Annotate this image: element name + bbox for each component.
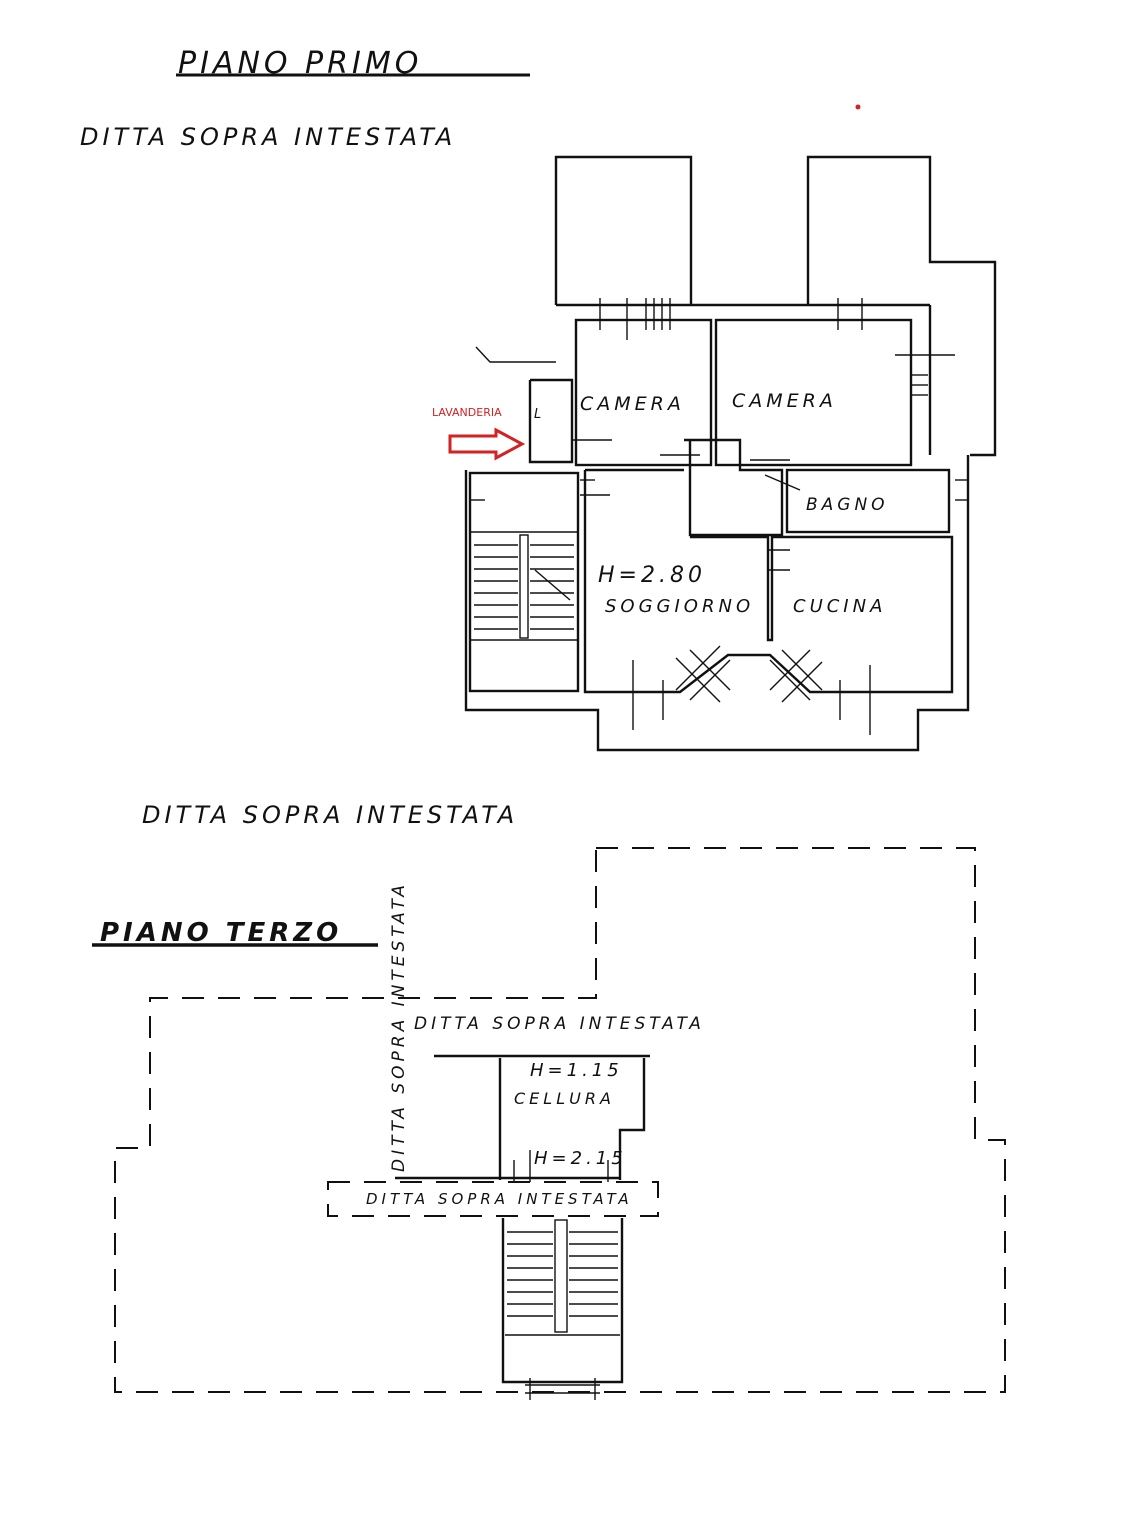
height-label-cellura-bottom: H=2.15 [534, 1148, 627, 1169]
height-label-first-floor: H=2.80 [598, 563, 706, 588]
upper-left-block-wall [554, 155, 693, 305]
room-label-camera-1: CAMERA [580, 393, 685, 415]
lavanderia-walls [528, 378, 574, 464]
room-label-bagno: BAGNO [806, 495, 889, 515]
third-floor-owner-label-vertical: DITTA SOPRA INTESTATA [389, 881, 409, 1172]
room-label-camera-2: CAMERA [732, 390, 837, 412]
height-label-cellura-top: H=1.15 [530, 1060, 623, 1081]
lavanderia-arrow-icon [448, 427, 526, 461]
window-bay-hatch [675, 645, 823, 703]
stair-core [519, 534, 529, 639]
opening-ticks [470, 298, 968, 735]
stair-treads-left [474, 544, 518, 630]
room-label-lavanderia-tag: L [534, 407, 545, 422]
lavanderia-annotation-label: LAVANDERIA [432, 406, 502, 419]
third-stair-core [554, 1219, 568, 1333]
first-floor-plan: CAMERA CAMERA BAGNO H=2.80 SOGGIORNO CUC… [432, 104, 997, 752]
third-floor-plan: DITTA SOPRA INTESTATA DITTA SOPRA INTEST… [114, 847, 1006, 1400]
third-floor-door-ticks [513, 1150, 609, 1400]
camera-1-walls [574, 318, 713, 467]
third-floor-owner-label-inside: DITTA SOPRA INTESTATA [414, 1014, 705, 1034]
stair-treads-right [530, 544, 574, 630]
third-floor-owner-label-top: DITTA SOPRA INTESTATA [142, 801, 518, 829]
room-label-cucina: CUCINA [793, 596, 886, 617]
third-stair-treads [507, 1231, 618, 1317]
third-stair-walls [501, 1218, 624, 1384]
stair-direction-mark [534, 569, 571, 601]
room-label-cellura: CELLURA [514, 1089, 615, 1108]
property-boundary-dashed [114, 847, 1006, 1393]
upper-right-block-wall [806, 155, 997, 457]
first-floor-owner-label: DITTA SOPRA INTESTATA [80, 123, 456, 151]
red-dot-mark [855, 104, 861, 110]
bagno-walls [785, 468, 951, 534]
camera-2-walls [714, 318, 913, 467]
cellura-right-wall [618, 1058, 646, 1180]
stairwell-walls [468, 471, 580, 693]
soggiorno-cucina-walls [583, 470, 954, 694]
room-label-soggiorno: SOGGIORNO [605, 596, 754, 617]
landing-dashed [327, 1181, 659, 1217]
hallway-walls [684, 438, 784, 537]
third-floor-owner-label-landing: DITTA SOPRA INTESTATA [366, 1190, 633, 1208]
third-floor-title: PIANO TERZO [100, 918, 342, 948]
lavanderia-entry-line [475, 346, 556, 363]
